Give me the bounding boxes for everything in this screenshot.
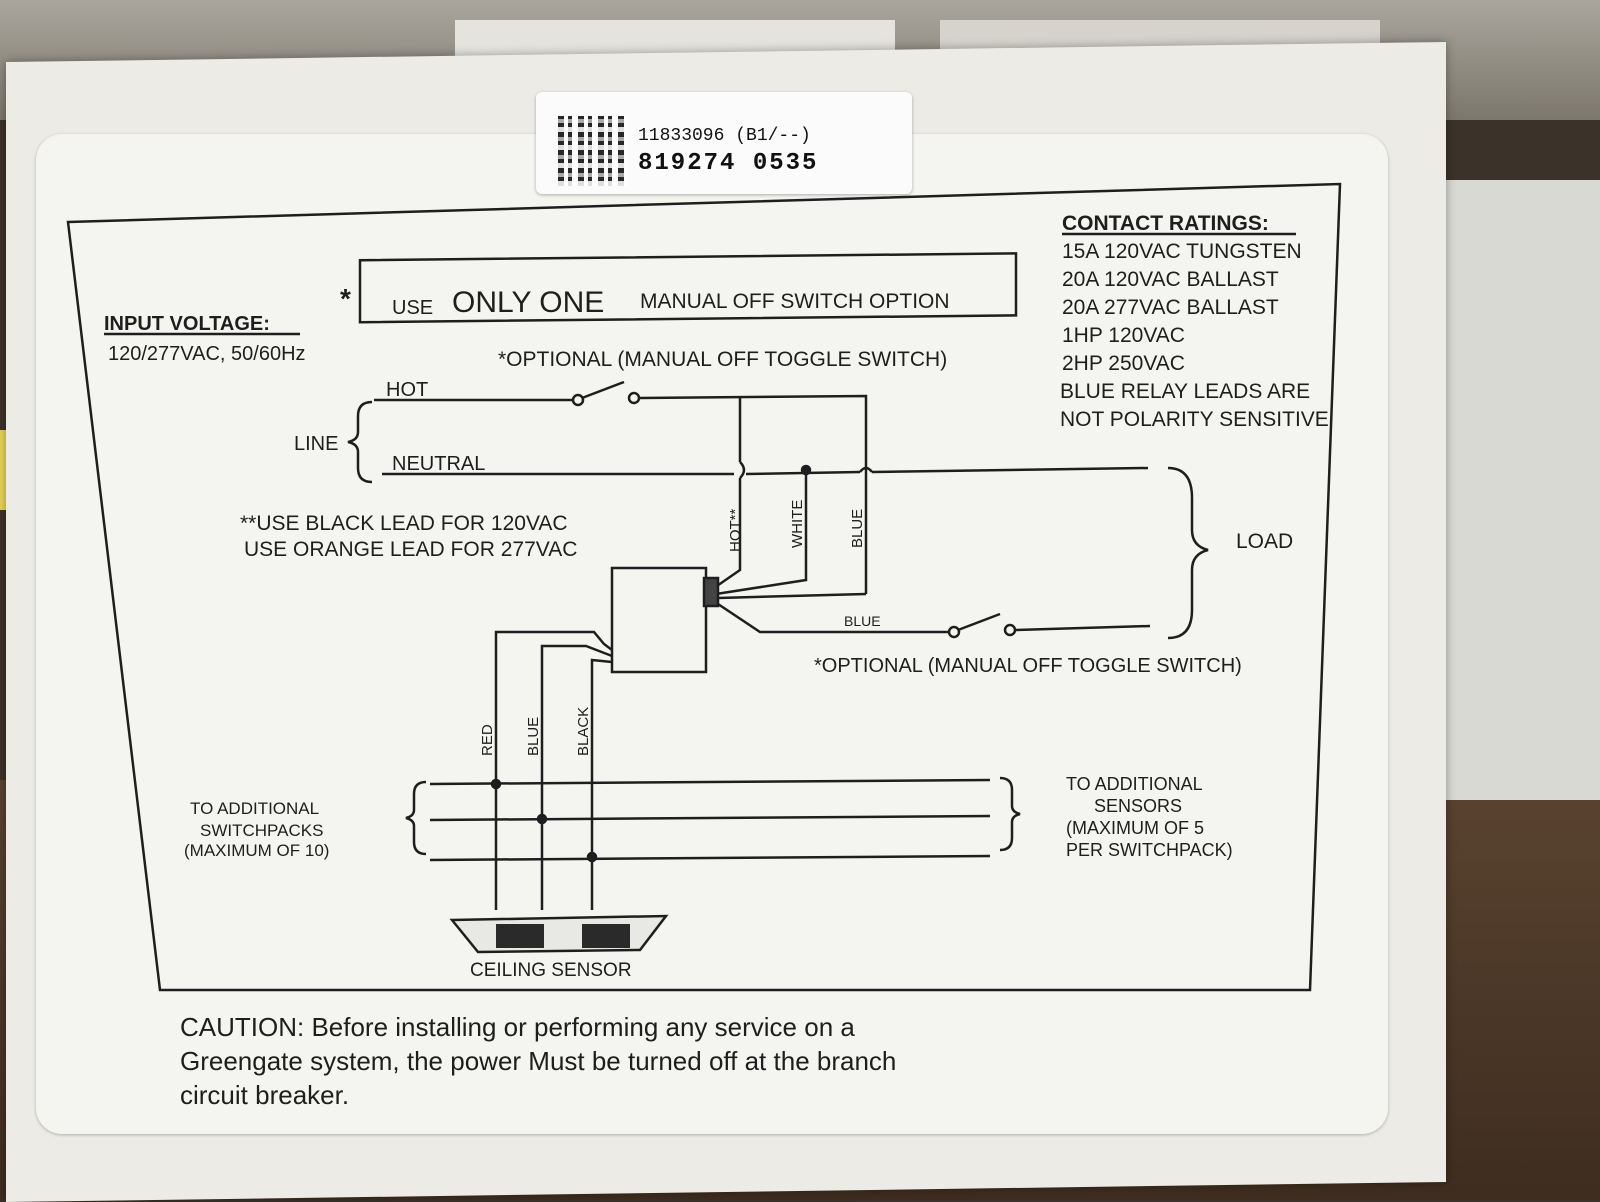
diagram-frame [66,182,1342,992]
red-wire [494,630,613,910]
switchpacks-note: TO ADDITIONAL SWITCHPACKS (MAXIMUM OF 10… [184,799,329,860]
lead-note-line-2: USE ORANGE LEAD FOR 277VAC [244,538,577,561]
contact-ratings-heading: CONTACT RATINGS: [1062,212,1269,235]
lead-note-line-1: **USE BLACK LEAD FOR 120VAC [240,512,568,535]
switched-hot-wire [639,394,868,594]
sensors-line-1: TO ADDITIONAL [1066,774,1203,794]
switchpacks-line-2: SWITCHPACKS [200,821,323,840]
sensors-brace [999,776,1021,852]
contact-rating-item: 20A 277VAC BALLAST [1062,296,1279,319]
black-wire [590,658,613,910]
switchpacks-line-3: (MAXIMUM OF 10) [184,841,329,860]
line-label: LINE [294,433,338,455]
contact-rating-item: 1HP 120VAC [1062,324,1185,347]
line-brace [347,400,373,484]
top-switch-blade [581,380,625,400]
black-wire-label: BLACK [575,707,592,756]
sensors-line-3: (MAXIMUM OF 5 [1066,818,1204,838]
use-banner-use: USE [392,297,433,319]
hot-wire-label: HOT** [727,509,744,553]
wiring-label [36,134,1388,1134]
contact-rating-item: BLUE RELAY LEADS ARE [1060,380,1310,403]
hot-label: HOT [386,379,428,401]
sensors-line-4: PER SWITCHPACK) [1066,840,1233,860]
bottom-switch-blade [957,612,1001,632]
blue-sensor-wire-label: BLUE [525,717,542,756]
qr-code-icon [558,116,628,186]
blue-wire-label: BLUE [849,509,866,548]
bus-line-1 [429,778,991,786]
blue-bottom-wire-label: BLUE [844,613,881,629]
bus-line-3 [429,854,991,862]
use-banner-asterisk: * [340,283,351,314]
ceiling-sensor-label: CEILING SENSOR [470,960,632,981]
blue-sensor-wire [540,644,613,910]
white-lead-wire [715,470,808,596]
neutral-label: NEUTRAL [392,453,485,475]
switchpack-leads [702,576,720,608]
switchpacks-brace [405,780,427,856]
use-banner-only-one: ONLY ONE [452,286,604,319]
use-banner-box [358,252,1018,324]
ceiling-sensor-lens [496,924,630,948]
bus-junction [490,778,502,790]
red-wire-label: RED [479,724,496,756]
top-switch-contact [627,391,641,405]
caution-line-3: circuit breaker. [180,1080,350,1110]
top-switch-contact [571,393,585,407]
optional-bottom-label: *OPTIONAL (MANUAL OFF TOGGLE SWITCH) [814,655,1242,677]
barcode-sticker: 11833096 (B1/--) 819274 0535 [536,92,912,194]
barcode-line-2: 819274 0535 [638,150,819,177]
neutral-wire [871,466,1149,474]
hot-lead-wire [713,478,742,590]
contact-rating-item: 2HP 250VAC [1062,352,1185,375]
bottom-blue-wire [717,602,948,634]
sensors-line-2: SENSORS [1094,796,1182,816]
ceiling-sensor-housing [449,914,669,954]
bus-junction [586,851,598,863]
switchpacks-line-1: TO ADDITIONAL [190,799,319,818]
contact-rating-item: 15A 120VAC TUNGSTEN [1062,240,1302,263]
load-return-wire [1014,624,1151,632]
contact-rating-item: 20A 120VAC BALLAST [1062,268,1279,291]
use-banner-option: MANUAL OFF SWITCH OPTION [640,290,950,313]
load-label: LOAD [1236,530,1293,553]
contact-ratings: CONTACT RATINGS: 15A 120VAC TUNGSTEN 20A… [1060,212,1329,431]
load-brace [1167,466,1209,640]
switchpack-box [610,566,708,674]
optional-top-label: *OPTIONAL (MANUAL OFF TOGGLE SWITCH) [498,348,947,371]
hot-crossover [739,461,746,479]
bottom-switch-contact [1003,623,1017,637]
input-voltage-value: 120/277VAC, 50/60Hz [108,343,306,365]
bus-junction [536,813,548,825]
blue-crossover [859,466,873,473]
caution-line-2: Greengate system, the power Must be turn… [180,1046,897,1076]
barcode-line-1: 11833096 (B1/--) [638,126,811,146]
sensors-note: TO ADDITIONAL SENSORS (MAXIMUM OF 5 PER … [1066,774,1233,860]
caution-line-1: CAUTION: Before installing or performing… [180,1012,855,1042]
bottom-switch-contact [947,625,961,639]
contact-rating-item: NOT POLARITY SENSITIVE [1060,408,1329,431]
blue-lead-wire [717,592,867,600]
caution-note: CAUTION: Before installing or performing… [180,1010,1080,1112]
bus-line-2 [429,814,991,822]
white-wire-label: WHITE [789,500,806,548]
input-voltage-heading: INPUT VOLTAGE: [104,313,270,335]
